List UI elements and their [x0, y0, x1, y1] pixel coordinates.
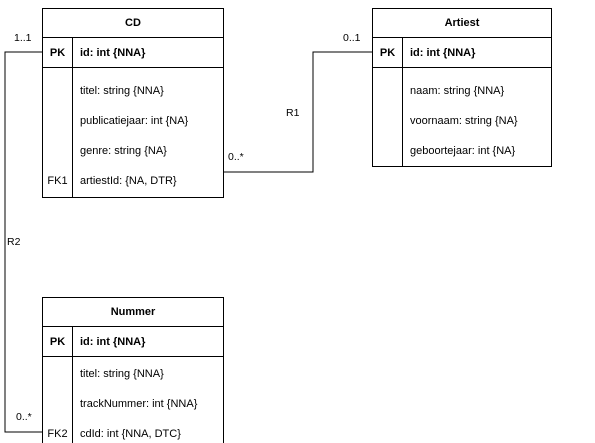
relation-label-r2: R2	[7, 236, 21, 248]
multiplicity-r2-cd: 1..1	[14, 32, 32, 44]
multiplicity-r1-artiest: 0..1	[343, 32, 361, 44]
entity-cd: CD PK id: int {NNA} titel: string {NNA} …	[42, 8, 224, 198]
multiplicity-r2-nummer: 0..*	[16, 411, 32, 423]
entity-title: Artiest	[373, 9, 551, 38]
fk-label: FK2	[47, 428, 68, 440]
attribute: voornaam: string {NA}	[410, 115, 518, 127]
relation-label-r1: R1	[286, 107, 300, 119]
pk-field: id: int {NNA}	[80, 47, 146, 59]
entity-artiest: Artiest PK id: int {NNA} naam: string {N…	[372, 8, 552, 167]
pk-label: PK	[49, 336, 66, 348]
attribute: naam: string {NNA}	[410, 85, 505, 97]
attribute: titel: string {NNA}	[80, 85, 164, 97]
fk-label: FK1	[47, 175, 68, 187]
r1-line	[224, 51, 372, 173]
attribute: geboortejaar: int {NA}	[410, 145, 516, 157]
pk-label: PK	[379, 47, 396, 59]
primary-key-row: PK id: int {NNA}	[43, 38, 223, 68]
primary-key-row: PK id: int {NNA}	[373, 38, 551, 68]
attribute: cdId: int {NNA, DTC}	[80, 428, 181, 440]
attribute: artiestId: {NA, DTR}	[80, 175, 177, 187]
attribute-list: titel: string {NNA} publicatiejaar: int …	[43, 68, 223, 197]
attribute: publicatiejaar: int {NA}	[80, 115, 189, 127]
attribute: titel: string {NNA}	[80, 368, 164, 380]
attribute-list: titel: string {NNA} trackNummer: int {NN…	[43, 357, 223, 443]
pk-field: id: int {NNA}	[410, 47, 476, 59]
entity-title: CD	[43, 9, 223, 38]
pk-field: id: int {NNA}	[80, 336, 146, 348]
multiplicity-r1-cd: 0..*	[228, 151, 244, 163]
pk-label: PK	[49, 47, 66, 59]
attribute: genre: string {NA}	[80, 145, 167, 157]
primary-key-row: PK id: int {NNA}	[43, 327, 223, 357]
r2-line	[4, 51, 42, 433]
entity-nummer: Nummer PK id: int {NNA} titel: string {N…	[42, 297, 224, 443]
attribute: trackNummer: int {NNA}	[80, 398, 198, 410]
attribute-list: naam: string {NNA} voornaam: string {NA}…	[373, 68, 551, 166]
entity-title: Nummer	[43, 298, 223, 327]
